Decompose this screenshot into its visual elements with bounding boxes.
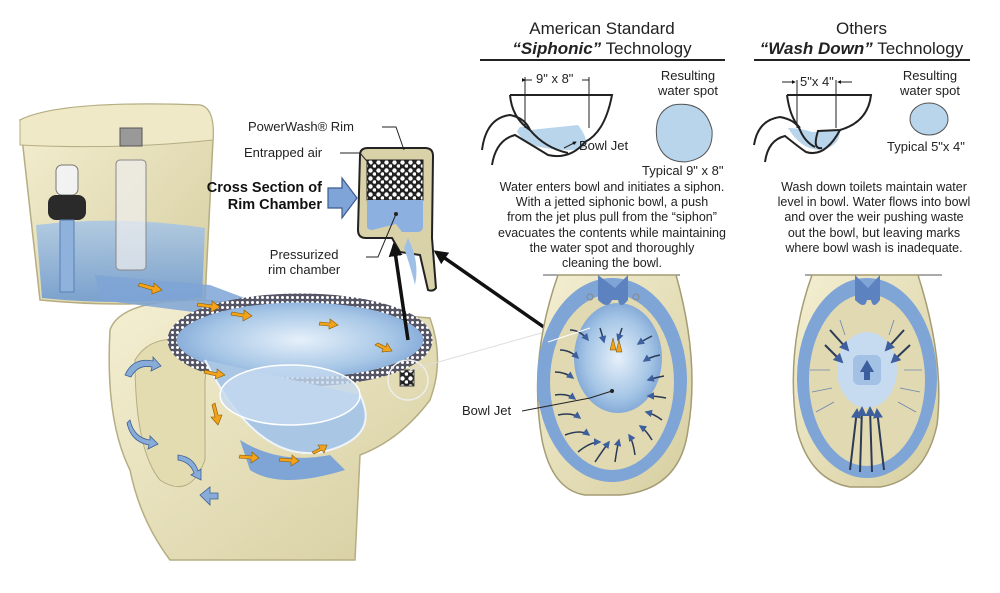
siphonic-typical-size-label: Typical 9" x 8" <box>642 163 724 178</box>
pressurized-rim-chamber-label: Pressurized rim chamber <box>268 247 341 277</box>
siphonic-title-divider <box>480 59 725 61</box>
siphonic-title-brand: American Standard <box>529 19 675 38</box>
washdown-title-divider <box>754 59 970 61</box>
washdown-description: Wash down toilets maintain water level i… <box>777 180 971 255</box>
washdown-typical-size-label: Typical 5"x 4" <box>887 139 965 154</box>
washdown-water-spot-label: Resulting water spot <box>900 68 960 98</box>
siphonic-water-spot-label: Resulting water spot <box>658 68 718 98</box>
siphonic-dimension-label: 9" x 8" <box>536 71 574 86</box>
washdown-title-technology: “Wash Down” Technology <box>759 39 964 58</box>
washdown-dimension-label: 5"x 4" <box>800 74 834 89</box>
siphonic-panel-title: American Standard “Siphonic” Technology <box>480 19 724 59</box>
rim-chamber-cross-section <box>327 126 550 371</box>
siphonic-description: Water enters bowl and initiates a siphon… <box>498 180 726 271</box>
toilet-cutaway-illustration <box>19 103 439 561</box>
siphonic-bowl-jet-label: Bowl Jet <box>579 138 629 153</box>
top-view-bowl-jet-label: Bowl Jet <box>462 403 512 418</box>
washdown-bowl-profile <box>753 80 949 163</box>
powerwash-rim-label: PowerWash® Rim <box>248 119 354 134</box>
washdown-panel-title: Others “Wash Down” Technology <box>753 19 970 59</box>
cross-section-label: Cross Section of Rim Chamber <box>206 180 322 213</box>
washdown-top-view <box>792 274 942 488</box>
siphonic-bowl-profile <box>481 77 713 166</box>
siphonic-top-view <box>521 274 693 496</box>
entrapped-air-label: Entrapped air <box>244 145 323 160</box>
siphonic-title-technology: “Siphonic” Technology <box>512 39 692 58</box>
washdown-title-others: Others <box>835 19 888 38</box>
